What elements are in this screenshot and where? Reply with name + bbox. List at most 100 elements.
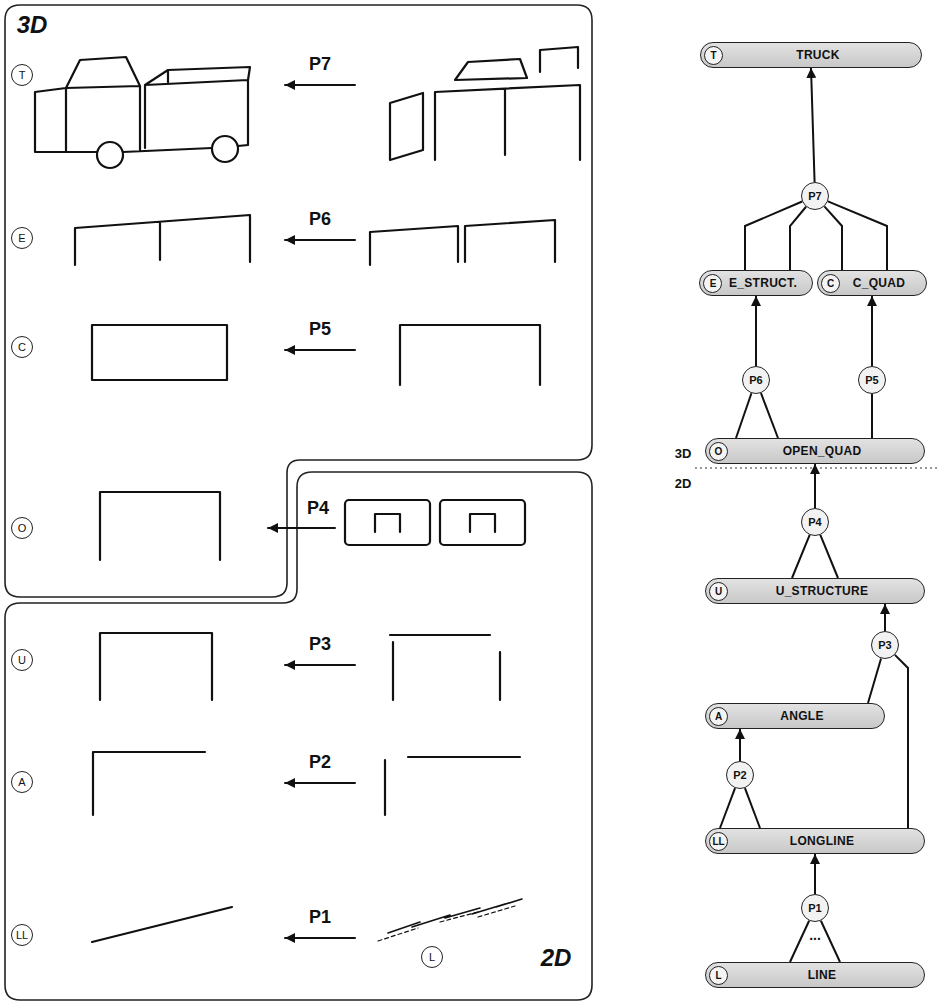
symbol-name: E_STRUCT. — [722, 276, 803, 290]
production-circle: P4 — [801, 508, 829, 536]
production-label: P2 — [309, 752, 331, 773]
e-structure — [75, 215, 250, 265]
production-arrow — [268, 527, 335, 529]
callout-letter: L — [421, 946, 443, 968]
symbol-letter: U — [709, 582, 728, 601]
production-name: P5 — [865, 374, 878, 386]
production-circle: P2 — [726, 761, 754, 789]
production-label: P5 — [309, 319, 331, 340]
production-circle: P1 — [801, 894, 829, 922]
connector — [895, 655, 908, 828]
closed-quad — [92, 325, 227, 380]
connector — [755, 296, 757, 366]
connector — [884, 604, 886, 631]
production-circle: P6 — [742, 366, 770, 394]
connector — [871, 394, 873, 438]
callout-letter: T — [11, 64, 33, 86]
open-quad — [100, 492, 220, 560]
production-label: P3 — [309, 634, 331, 655]
production-arrow — [285, 664, 355, 666]
production-arrow — [285, 239, 355, 241]
symbol-box: LLINE — [705, 962, 925, 988]
connector — [814, 464, 816, 508]
production-label: P1 — [309, 907, 331, 928]
symbol-letter: O — [709, 442, 728, 461]
symbol-letter: LL — [709, 832, 728, 851]
symbol-box: TTRUCK — [700, 42, 922, 68]
panel-2d — [5, 472, 592, 1000]
symbol-letter: E — [703, 274, 722, 293]
panel-heading: 3D — [17, 11, 48, 39]
truck-wheel — [97, 142, 123, 168]
connector — [720, 788, 735, 828]
panel-heading: 2D — [541, 944, 572, 972]
connector — [820, 535, 838, 578]
u-parts — [390, 635, 500, 700]
production-name: P7 — [808, 190, 821, 202]
symbol-name: LINE — [728, 968, 916, 982]
connector — [790, 207, 806, 270]
callout-letter: E — [11, 227, 33, 249]
production-circle: P3 — [871, 631, 899, 659]
panel-3d — [5, 5, 592, 597]
connector — [745, 202, 802, 270]
symbol-name: C_QUAD — [840, 276, 918, 290]
dimension-divider — [695, 467, 940, 468]
connector — [814, 854, 816, 894]
connector — [736, 393, 751, 438]
longline — [92, 907, 232, 942]
production-name: P3 — [878, 639, 891, 651]
connector — [828, 201, 887, 270]
connector — [790, 921, 809, 962]
view-frame — [440, 500, 525, 545]
connector — [792, 535, 810, 578]
symbol-name: OPEN_QUAD — [728, 444, 916, 458]
symbol-box: LLLONGLINE — [705, 828, 925, 854]
symbol-box: CC_QUAD — [817, 270, 927, 296]
production-circle: P5 — [858, 366, 886, 394]
ellipsis-label: ... — [809, 927, 821, 943]
production-label: P7 — [309, 54, 331, 75]
symbol-letter: C — [821, 274, 840, 293]
symbol-letter: T — [704, 46, 723, 65]
connector — [745, 788, 760, 828]
callout-letter: LL — [11, 924, 33, 946]
symbol-letter: A — [709, 707, 728, 726]
truck-parts — [390, 47, 580, 160]
dimension-label: 2D — [675, 476, 692, 491]
symbol-name: ANGLE — [728, 709, 876, 723]
production-arrow — [285, 782, 355, 784]
symbol-letter: L — [709, 966, 728, 985]
connector — [761, 393, 778, 438]
production-circle: P7 — [801, 182, 829, 210]
symbol-name: U_STRUCTURE — [728, 584, 916, 598]
dimension-label: 3D — [675, 446, 692, 461]
connector — [871, 296, 873, 366]
production-name: P6 — [749, 374, 762, 386]
truck-wheel — [212, 136, 238, 162]
connector — [824, 206, 842, 270]
e-structure-parts — [370, 220, 555, 265]
connector — [821, 921, 840, 962]
symbol-box: OOPEN_QUAD — [705, 438, 925, 464]
line-segments — [388, 899, 522, 933]
callout-letter: C — [11, 336, 33, 358]
production-arrow — [285, 937, 355, 939]
symbol-name: LONGLINE — [728, 834, 916, 848]
connector — [811, 68, 815, 182]
open-quad — [400, 325, 540, 385]
production-label: P6 — [309, 209, 331, 230]
production-arrow — [285, 84, 355, 86]
symbol-box: EE_STRUCT. — [699, 270, 812, 296]
symbol-name: TRUCK — [723, 48, 913, 62]
production-label: P4 — [307, 498, 329, 519]
connector — [739, 729, 741, 761]
callout-letter: U — [11, 649, 33, 671]
production-name: P2 — [733, 769, 746, 781]
callout-letter: O — [11, 517, 33, 539]
production-name: P1 — [808, 902, 821, 914]
production-arrow — [285, 349, 355, 351]
symbol-box: AANGLE — [705, 703, 885, 729]
